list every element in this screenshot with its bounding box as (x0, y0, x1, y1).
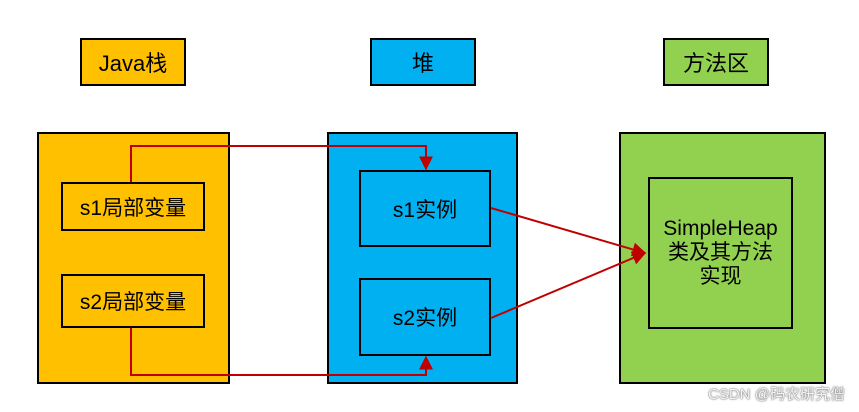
method-area-line-2: 类及其方法 (668, 241, 773, 264)
simpleheap-class-box: SimpleHeap 类及其方法 实现 (648, 177, 793, 329)
s2-local-variable: s2局部变量 (61, 274, 205, 328)
arrow-s1-instance-to-method-area (490, 207, 647, 257)
arrow-s1-var-to-s1-instance (130, 145, 433, 182)
method-area-line-3: 实现 (699, 265, 742, 288)
java-stack-title: Java栈 (80, 38, 186, 86)
arrow-s2-var-to-s2-instance (130, 328, 433, 376)
method-area-line-1: SimpleHeap (663, 217, 778, 240)
arrow-s2-instance-to-method-area (490, 251, 647, 319)
s2-instance: s2实例 (359, 278, 491, 356)
heap-title: 堆 (370, 38, 476, 86)
s1-local-variable: s1局部变量 (61, 182, 205, 231)
watermark: CSDN @码农研究僧 (708, 386, 845, 403)
s1-instance: s1实例 (359, 170, 491, 247)
java-stack-panel (37, 132, 230, 384)
method-area-title: 方法区 (663, 38, 769, 86)
